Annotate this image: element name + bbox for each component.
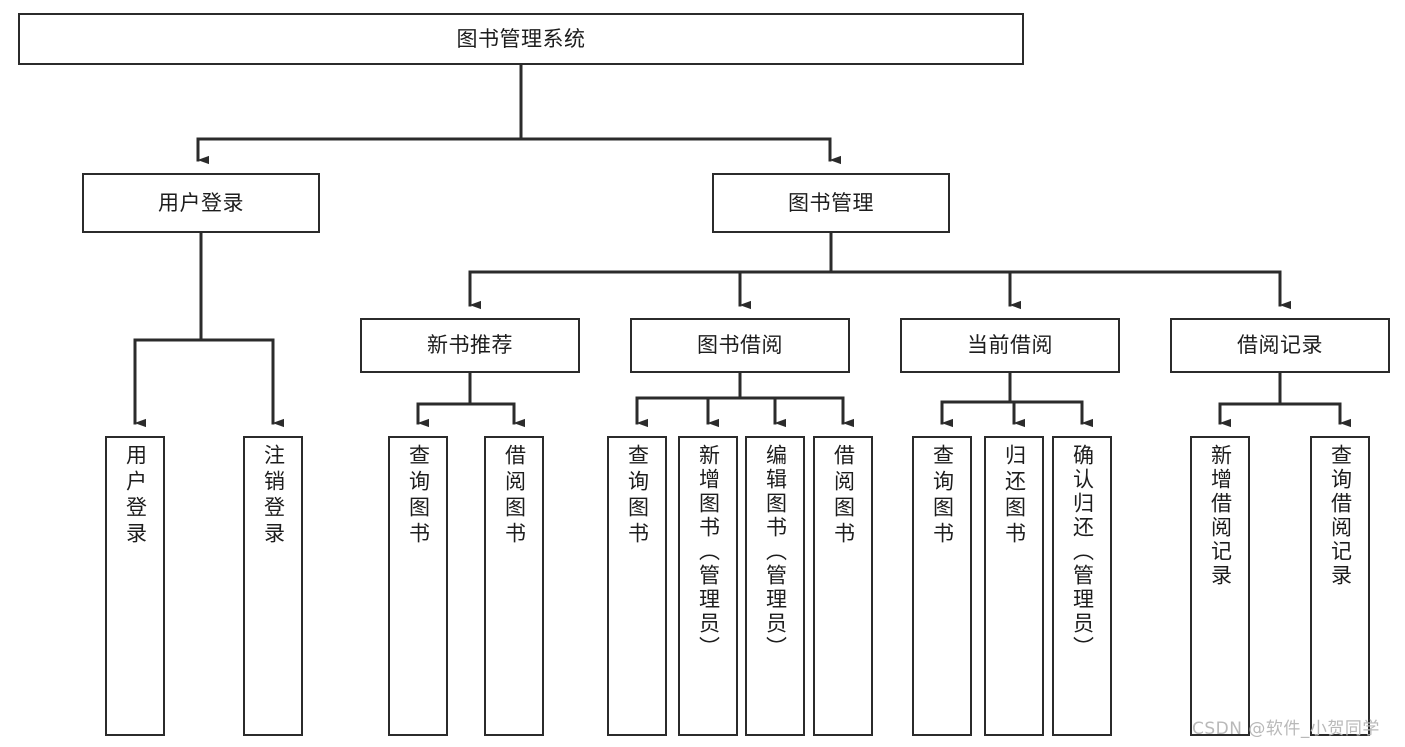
node-leaf-user-login[interactable]: 用户登录 <box>105 436 165 736</box>
csdn-watermark-label: CSDN @软件_小贺同学 <box>1192 719 1380 739</box>
node-leaf-query-book-rec-label: 查询图书 <box>406 444 431 548</box>
node-leaf-query-book-current[interactable]: 查询图书 <box>912 436 972 736</box>
node-leaf-borrow-book-borrow-label: 借阅图书 <box>831 444 856 548</box>
node-user-login[interactable]: 用户登录 <box>82 173 320 233</box>
node-leaf-add-borrow-record[interactable]: 新增借阅记录 <box>1190 436 1250 736</box>
node-leaf-return-book-label: 归还图书 <box>1002 444 1027 548</box>
node-current-borrow[interactable]: 当前借阅 <box>900 318 1120 373</box>
node-user-login-label: 用户登录 <box>158 190 244 215</box>
node-leaf-borrow-book-rec[interactable]: 借阅图书 <box>484 436 544 736</box>
node-leaf-logout-label: 注销登录 <box>261 444 286 548</box>
node-leaf-return-book[interactable]: 归还图书 <box>984 436 1044 736</box>
node-borrow-record-label: 借阅记录 <box>1237 333 1323 358</box>
node-book-borrow-label: 图书借阅 <box>697 333 783 358</box>
node-new-book-rec[interactable]: 新书推荐 <box>360 318 580 373</box>
node-leaf-confirm-return-admin-label: 确认归还（管理员） <box>1070 444 1095 660</box>
node-book-manage-label: 图书管理 <box>788 190 874 215</box>
csdn-watermark: CSDN @软件_小贺同学 <box>1192 714 1380 739</box>
node-book-borrow[interactable]: 图书借阅 <box>630 318 850 373</box>
node-current-borrow-label: 当前借阅 <box>967 333 1053 358</box>
node-root[interactable]: 图书管理系统 <box>18 13 1024 65</box>
node-leaf-add-book-admin[interactable]: 新增图书（管理员） <box>678 436 738 736</box>
node-leaf-logout[interactable]: 注销登录 <box>243 436 303 736</box>
node-leaf-query-book-rec[interactable]: 查询图书 <box>388 436 448 736</box>
node-leaf-user-login-label: 用户登录 <box>123 444 148 548</box>
node-leaf-borrow-book-rec-label: 借阅图书 <box>502 444 527 548</box>
node-leaf-query-borrow-record-label: 查询借阅记录 <box>1328 444 1353 588</box>
node-leaf-query-book-borrow-label: 查询图书 <box>625 444 650 548</box>
node-leaf-borrow-book-borrow[interactable]: 借阅图书 <box>813 436 873 736</box>
node-leaf-edit-book-admin[interactable]: 编辑图书（管理员） <box>745 436 805 736</box>
node-leaf-add-book-admin-label: 新增图书（管理员） <box>696 444 721 660</box>
node-root-label: 图书管理系统 <box>456 26 586 51</box>
node-leaf-confirm-return-admin[interactable]: 确认归还（管理员） <box>1052 436 1112 736</box>
node-leaf-edit-book-admin-label: 编辑图书（管理员） <box>763 444 788 660</box>
node-leaf-query-borrow-record[interactable]: 查询借阅记录 <box>1310 436 1370 736</box>
node-leaf-query-book-borrow[interactable]: 查询图书 <box>607 436 667 736</box>
node-leaf-add-borrow-record-label: 新增借阅记录 <box>1208 444 1233 588</box>
node-leaf-query-book-current-label: 查询图书 <box>930 444 955 548</box>
node-borrow-record[interactable]: 借阅记录 <box>1170 318 1390 373</box>
node-book-manage[interactable]: 图书管理 <box>712 173 950 233</box>
node-new-book-rec-label: 新书推荐 <box>427 333 513 358</box>
